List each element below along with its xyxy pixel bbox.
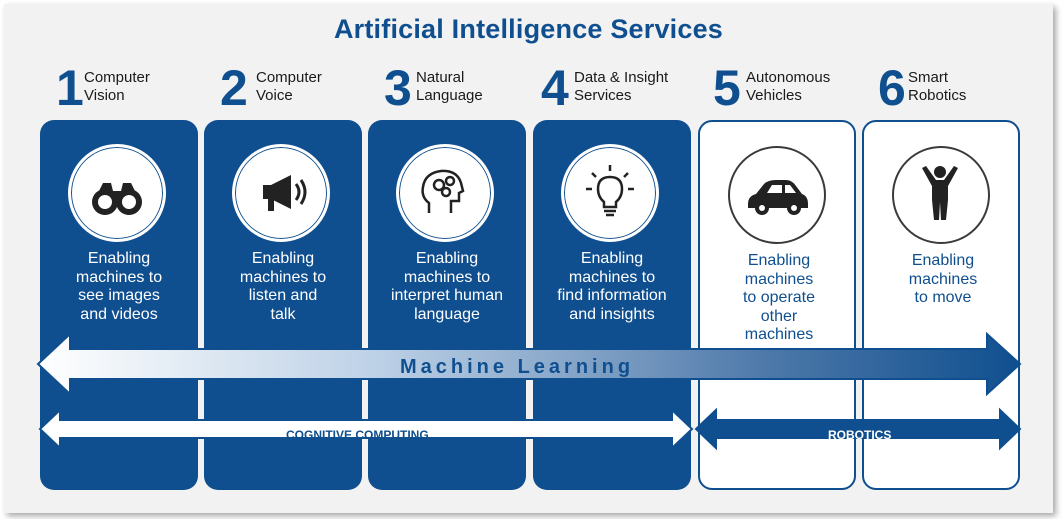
service-header-4: 4 Data & Insight Services bbox=[541, 60, 701, 120]
service-number: 6 bbox=[878, 60, 906, 116]
arrows-layer bbox=[36, 331, 1022, 451]
service-header-2: 2 Computer Voice bbox=[220, 60, 370, 120]
car-icon bbox=[748, 180, 808, 215]
service-number: 1 bbox=[56, 60, 84, 116]
person-arms-up-icon bbox=[922, 166, 958, 220]
robotics-arrow bbox=[694, 407, 1022, 451]
machine-learning-label: Machine Learning bbox=[400, 356, 635, 378]
head-gears-icon bbox=[421, 169, 465, 213]
service-description: Enabling machines to see images and vide… bbox=[75, 250, 163, 323]
binoculars-icon bbox=[92, 183, 142, 215]
slide: Artificial Intelligence Services 1 Compu… bbox=[4, 4, 1053, 513]
icon-circle bbox=[232, 144, 330, 242]
service-label: Autonomous Vehicles bbox=[746, 69, 831, 104]
icon-circle bbox=[892, 146, 990, 244]
service-label: Data & Insight Services bbox=[574, 69, 669, 104]
service-number: 5 bbox=[713, 60, 741, 116]
service-number: 3 bbox=[384, 60, 412, 116]
lightbulb-icon bbox=[586, 165, 634, 217]
icon-circle bbox=[68, 144, 166, 242]
robotics-label: ROBOTICS bbox=[828, 428, 892, 442]
service-description: Enabling machines to operate other machi… bbox=[742, 252, 816, 343]
cognitive-computing-label: COGNITIVE COMPUTING bbox=[286, 428, 429, 442]
service-header-5: 5 Autonomous Vehicles bbox=[713, 60, 873, 120]
service-description: Enabling machines to interpret human lan… bbox=[390, 250, 504, 323]
icon-circle bbox=[728, 146, 826, 244]
service-description: Enabling machines to move bbox=[908, 252, 978, 306]
service-label: Computer Vision bbox=[84, 69, 150, 104]
service-header-3: 3 Natural Language bbox=[384, 60, 534, 120]
megaphone-icon bbox=[263, 175, 307, 211]
service-label: Computer Voice bbox=[256, 69, 322, 104]
service-number: 4 bbox=[541, 60, 569, 116]
service-header-1: 1 Computer Vision bbox=[56, 60, 206, 120]
service-header-6: 6 Smart Robotics bbox=[878, 60, 1038, 120]
cognitive-computing-arrow bbox=[38, 407, 694, 451]
icon-circle bbox=[561, 144, 659, 242]
icon-circle bbox=[396, 144, 494, 242]
service-description: Enabling machines to listen and talk bbox=[239, 250, 327, 323]
service-label: Natural Language bbox=[416, 69, 483, 104]
service-description: Enabling machines to find information an… bbox=[557, 250, 667, 323]
machine-learning-arrow bbox=[36, 331, 1022, 397]
page-title: Artificial Intelligence Services bbox=[333, 14, 724, 44]
service-label: Smart Robotics bbox=[908, 69, 967, 104]
service-number: 2 bbox=[220, 60, 248, 116]
